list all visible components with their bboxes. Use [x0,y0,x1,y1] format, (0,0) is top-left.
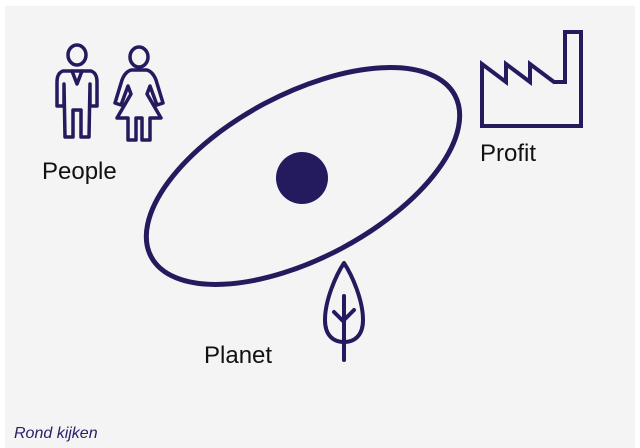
label-people: People [42,158,117,185]
tree-icon [323,261,365,362]
woman-icon [113,45,165,142]
man-icon [55,43,99,139]
factory-icon [480,30,583,128]
caption: Rond kijken [14,425,98,442]
orbit-ellipse [143,65,463,287]
center-dot [276,152,328,204]
label-profit: Profit [480,140,537,167]
label-planet: Planet [204,342,273,369]
